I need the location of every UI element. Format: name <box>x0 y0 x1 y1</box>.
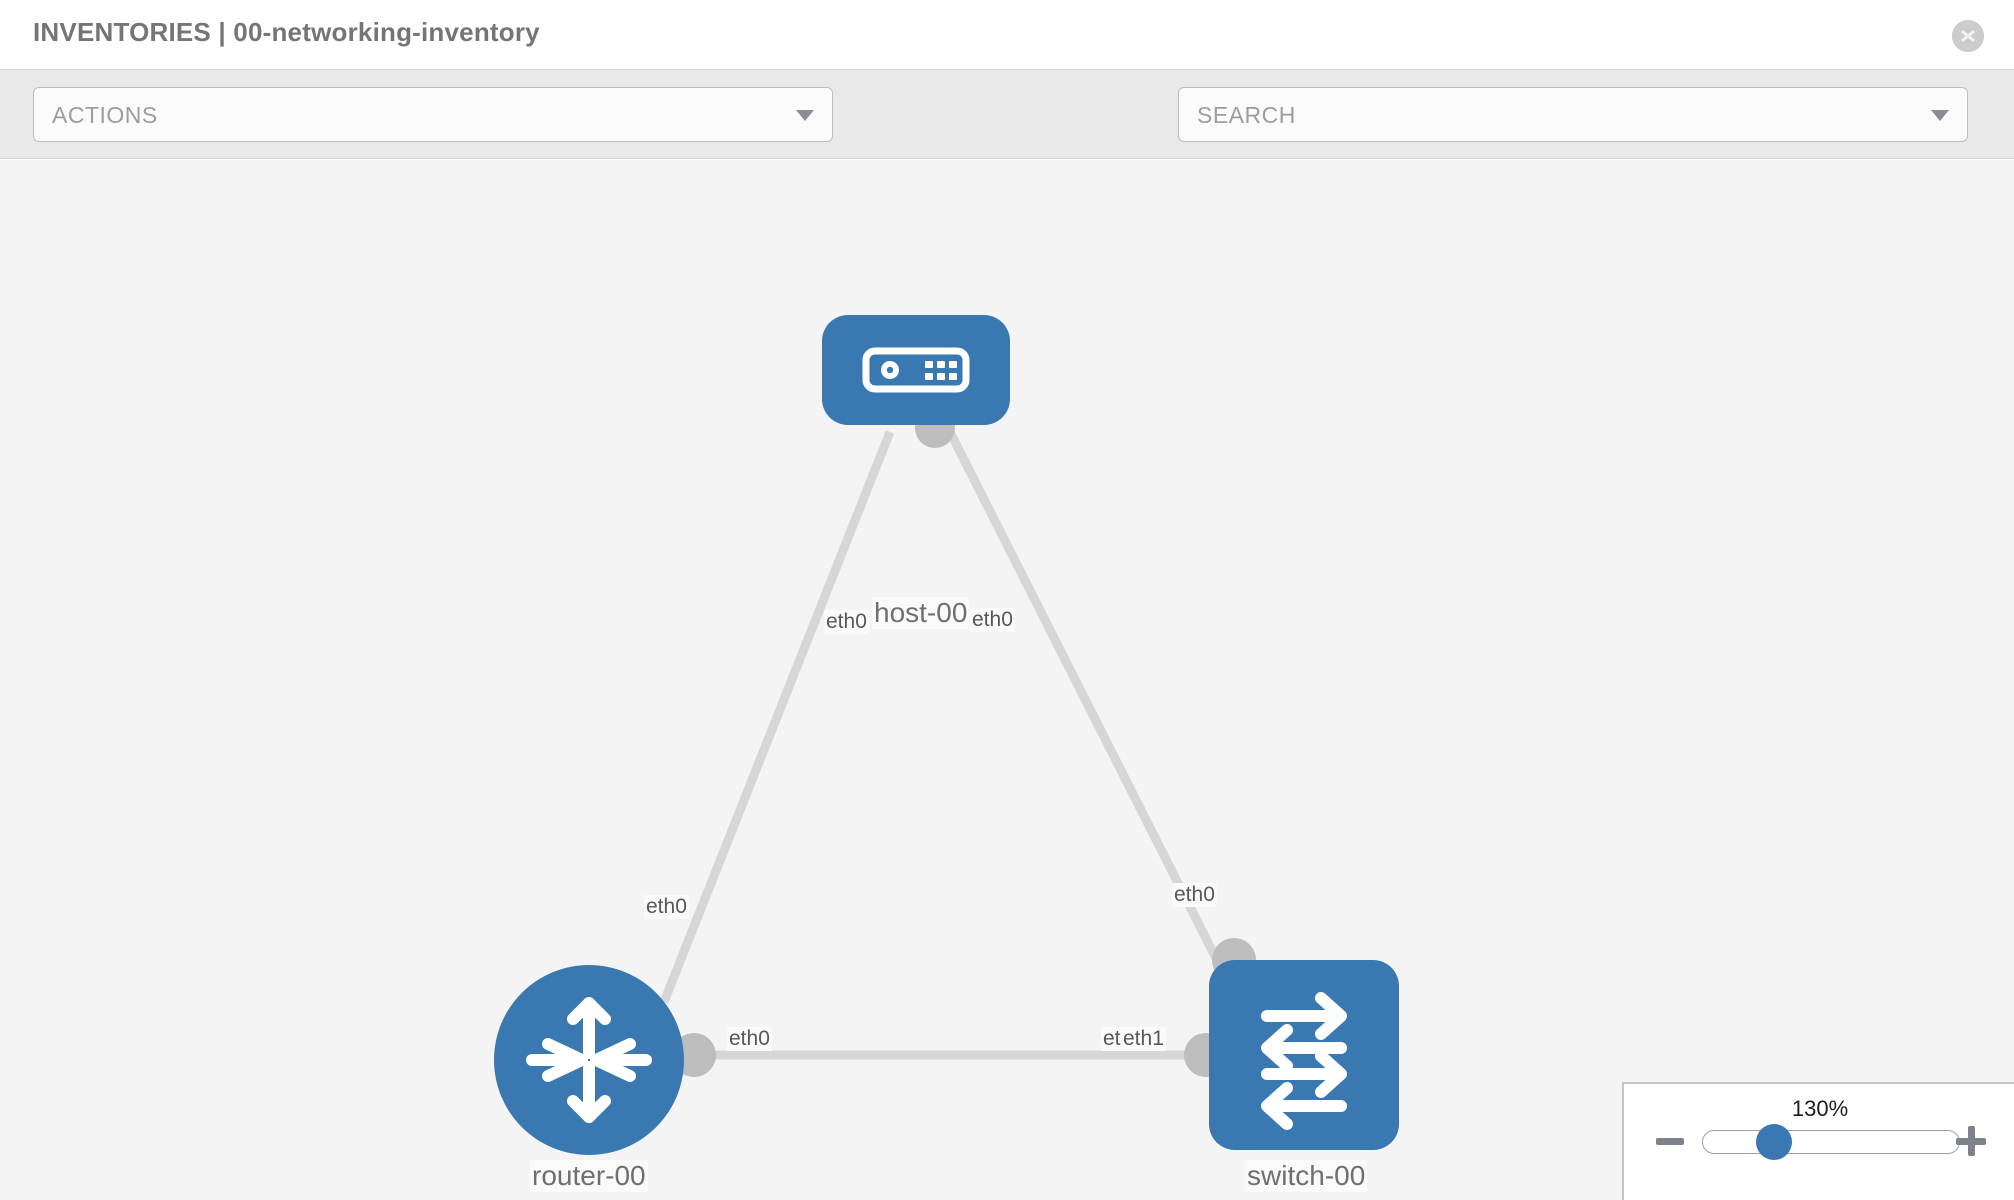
node-router-00[interactable] <box>494 965 684 1155</box>
actions-dropdown[interactable]: ACTIONS <box>33 87 833 142</box>
toolbar: ACTIONS SEARCH <box>0 70 2014 199</box>
topology-graph: host-00 router-00 switch-00 eth0 eth0 et… <box>0 160 2014 1200</box>
edge-host-router <box>659 430 895 1004</box>
interface-label-host-left: eth0 <box>824 610 869 634</box>
zoom-level-value: 130% <box>1791 1096 1849 1121</box>
close-icon[interactable] <box>1952 20 1984 52</box>
interface-label-router-right: eth0 <box>727 1027 772 1051</box>
zoom-in-button[interactable] <box>1956 1126 1986 1156</box>
zoom-slider-thumb[interactable] <box>1756 1124 1792 1160</box>
node-label-switch-00: switch-00 <box>1245 1160 1368 1192</box>
zoom-control-panel: 130% <box>1622 1082 2014 1200</box>
edge-connectors <box>672 408 1256 1077</box>
node-label-router-00: router-00 <box>530 1160 648 1192</box>
chevron-down-icon <box>796 110 814 121</box>
node-host-00[interactable] <box>822 315 1010 425</box>
node-label-host-00: host-00 <box>872 597 970 629</box>
search-placeholder: SEARCH <box>1197 102 1296 128</box>
interface-label-switch-eth1: eth1 <box>1121 1027 1166 1051</box>
page-header: INVENTORIES | 00-networking-inventory <box>0 0 2014 70</box>
zoom-slider-track[interactable] <box>1702 1130 1960 1154</box>
actions-dropdown-label: ACTIONS <box>52 102 158 128</box>
interface-label-router-uplink: eth0 <box>644 895 689 919</box>
zoom-out-button[interactable] <box>1656 1138 1684 1145</box>
interface-label-switch-uplink: eth0 <box>1172 883 1217 907</box>
chevron-down-icon[interactable] <box>1931 110 1949 121</box>
search-input[interactable]: SEARCH <box>1178 87 1968 142</box>
node-switch-00[interactable] <box>1209 960 1399 1150</box>
interface-label-host-right: eth0 <box>970 608 1015 632</box>
topology-canvas[interactable]: host-00 router-00 switch-00 eth0 eth0 et… <box>0 160 2014 1200</box>
page-title: INVENTORIES | 00-networking-inventory <box>33 17 540 47</box>
